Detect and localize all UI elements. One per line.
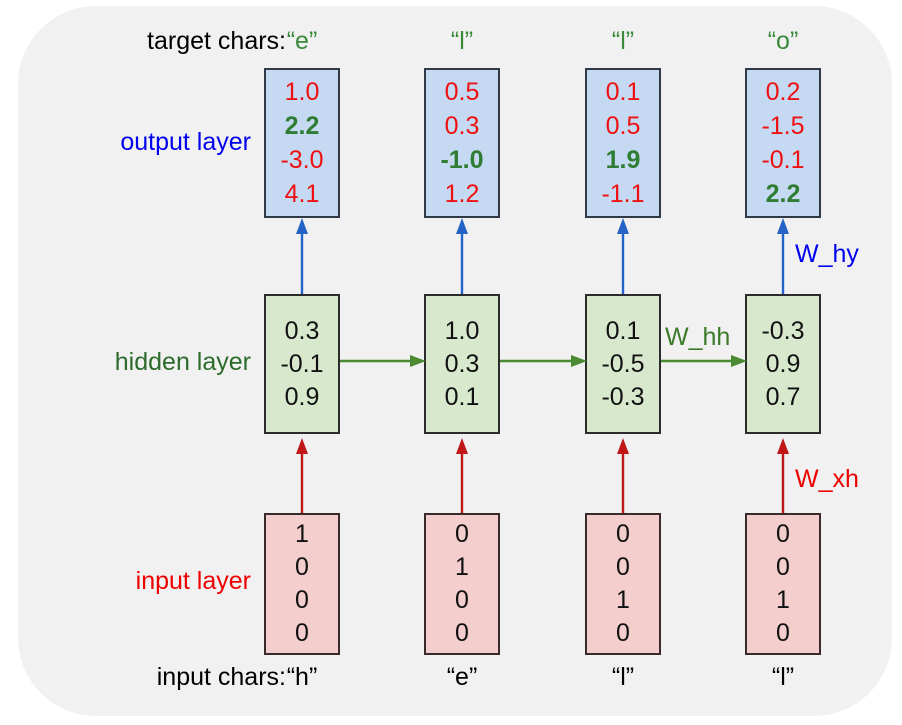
input-vector-0: 1 0 0 0 — [264, 513, 340, 655]
output-cell: 0.5 — [605, 112, 641, 140]
hidden-cell: 1.0 — [444, 316, 480, 345]
hidden-vector-2: 0.1 -0.5 -0.3 — [585, 294, 661, 434]
output-cell: -1.1 — [601, 180, 645, 208]
arrow-recurrent-0-1 — [340, 355, 426, 367]
input-cell: 1 — [295, 520, 309, 548]
output-vector-3: 0.2 -1.5 -0.1 2.2 — [745, 68, 821, 218]
output-vector-0: 1.0 2.2 -3.0 4.1 — [264, 68, 340, 218]
input-cell: 0 — [455, 520, 469, 548]
input-char-0: “h” — [286, 663, 318, 691]
output-cell: 1.0 — [284, 78, 320, 106]
input-vector-2: 0 0 1 0 — [585, 513, 661, 655]
hidden-cell: 0.3 — [284, 316, 320, 345]
target-char-3: “o” — [767, 27, 799, 55]
input-cell: 1 — [616, 586, 630, 614]
input-cell: 0 — [776, 619, 790, 647]
output-cell: 0.2 — [765, 78, 801, 106]
arrow-input-to-hidden-3 — [777, 438, 789, 516]
input-cell: 0 — [616, 619, 630, 647]
input-cell: 1 — [776, 586, 790, 614]
row-label-hidden-layer: hidden layer — [114, 348, 251, 376]
output-cell: -1.5 — [761, 112, 805, 140]
hidden-vector-1: 1.0 0.3 0.1 — [424, 294, 500, 434]
output-cell: 1.2 — [444, 180, 480, 208]
input-cell: 0 — [455, 619, 469, 647]
input-cell: 0 — [616, 520, 630, 548]
input-cell: 0 — [295, 553, 309, 581]
output-cell: 2.2 — [284, 112, 320, 140]
arrow-recurrent-1-2 — [500, 355, 587, 367]
output-cell: -0.1 — [761, 146, 805, 174]
target-char-2: “l” — [611, 27, 635, 55]
output-cell: 0.1 — [605, 78, 641, 106]
arrow-hidden-to-output-0 — [296, 218, 308, 296]
arrow-input-to-hidden-2 — [617, 438, 629, 516]
target-char-1: “l” — [450, 27, 474, 55]
weight-label-w-hy: W_hy — [795, 240, 859, 268]
hidden-cell: 0.3 — [444, 349, 480, 378]
output-vector-1: 0.5 0.3 -1.0 1.2 — [424, 68, 500, 218]
arrow-input-to-hidden-1 — [456, 438, 468, 516]
input-char-3: “l” — [771, 663, 795, 691]
hidden-cell: 0.9 — [765, 349, 801, 378]
input-cell: 1 — [455, 553, 469, 581]
output-cell: -1.0 — [440, 146, 484, 174]
hidden-cell: 0.1 — [444, 382, 480, 411]
output-cell: 1.9 — [605, 146, 641, 174]
output-vector-2: 0.1 0.5 1.9 -1.1 — [585, 68, 661, 218]
input-cell: 0 — [295, 619, 309, 647]
input-char-1: “e” — [446, 663, 478, 691]
output-cell: 4.1 — [284, 180, 320, 208]
hidden-cell: 0.1 — [605, 316, 641, 345]
arrow-hidden-to-output-2 — [617, 218, 629, 296]
input-cell: 0 — [776, 520, 790, 548]
hidden-cell: 0.9 — [284, 382, 320, 411]
hidden-vector-3: -0.3 0.9 0.7 — [745, 294, 821, 434]
target-char-0: “e” — [286, 27, 318, 55]
output-cell: 2.2 — [765, 180, 801, 208]
input-cell: 0 — [776, 553, 790, 581]
row-label-target-chars: target chars: — [147, 27, 286, 55]
row-label-input-chars: input chars: — [156, 663, 286, 691]
arrow-recurrent-2-3 — [661, 355, 747, 367]
row-label-input-layer: input layer — [135, 567, 251, 595]
arrow-input-to-hidden-0 — [296, 438, 308, 516]
hidden-vector-0: 0.3 -0.1 0.9 — [264, 294, 340, 434]
input-char-2: “l” — [611, 663, 635, 691]
input-cell: 0 — [295, 586, 309, 614]
row-label-output-layer: output layer — [120, 128, 251, 156]
arrow-hidden-to-output-3 — [777, 218, 789, 296]
hidden-cell: 0.7 — [765, 382, 801, 411]
output-cell: 0.3 — [444, 112, 480, 140]
arrow-hidden-to-output-1 — [456, 218, 468, 296]
input-cell: 0 — [455, 586, 469, 614]
weight-label-w-xh: W_xh — [795, 465, 859, 493]
hidden-cell: -0.5 — [601, 349, 645, 378]
output-cell: 0.5 — [444, 78, 480, 106]
input-vector-1: 0 1 0 0 — [424, 513, 500, 655]
hidden-cell: -0.3 — [761, 316, 805, 345]
input-cell: 0 — [616, 553, 630, 581]
input-vector-3: 0 0 1 0 — [745, 513, 821, 655]
output-cell: -3.0 — [280, 146, 324, 174]
hidden-cell: -0.3 — [601, 382, 645, 411]
weight-label-w-hh: W_hh — [665, 323, 731, 351]
hidden-cell: -0.1 — [280, 349, 324, 378]
